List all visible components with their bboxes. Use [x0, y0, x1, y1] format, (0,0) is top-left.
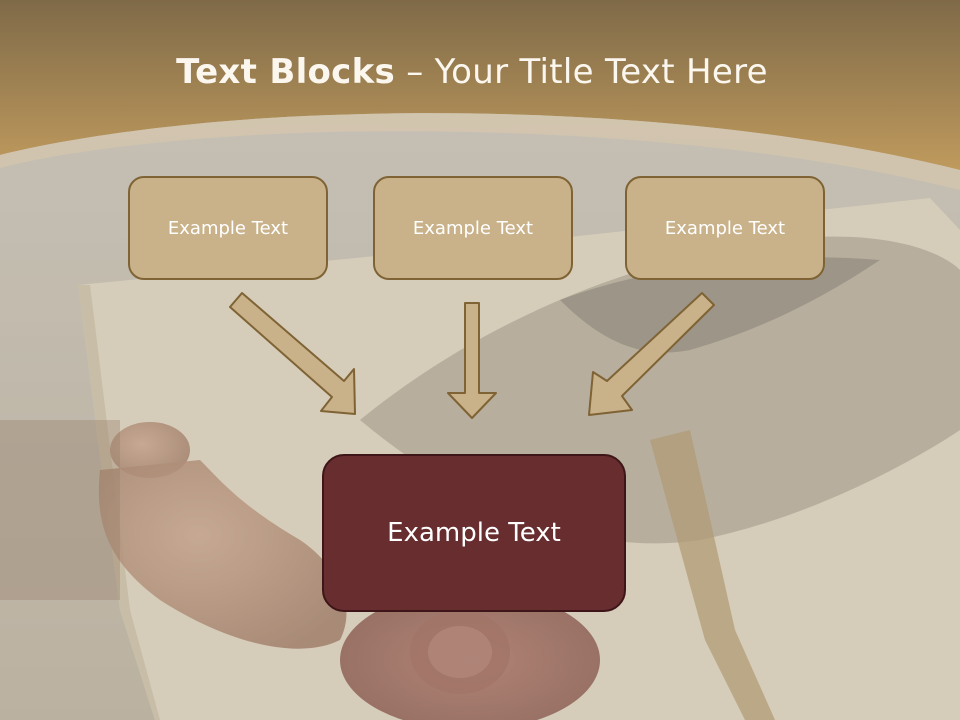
arrow-left [229, 292, 356, 415]
text-block-3[interactable]: Example Text [625, 176, 825, 280]
arrow-center [447, 302, 497, 419]
result-block[interactable]: Example Text [322, 454, 626, 612]
slide-title: Text Blocks – Your Title Text Here [0, 52, 944, 92]
text-block-1[interactable]: Example Text [128, 176, 328, 280]
arrow-right [588, 292, 715, 416]
title-dash: – [395, 52, 435, 92]
text-block-2[interactable]: Example Text [373, 176, 573, 280]
title-rest: Your Title Text Here [434, 52, 768, 92]
title-bold: Text Blocks [176, 52, 396, 92]
